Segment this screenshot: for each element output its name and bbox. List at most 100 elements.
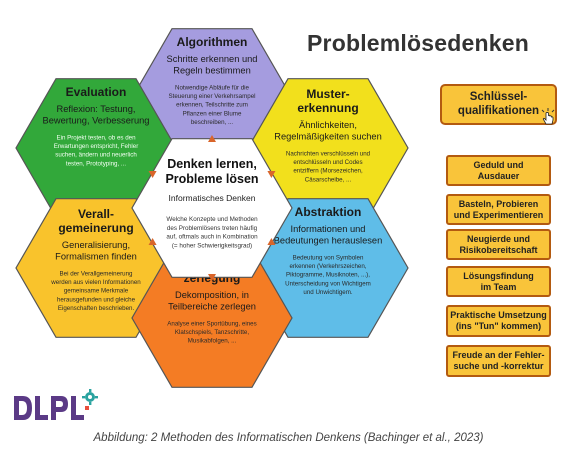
qualification-line: Neugierde und <box>466 233 530 244</box>
key-button-line-2: qualifikationen <box>457 105 540 117</box>
center-body-line: des Problemlösens treten häufig <box>167 225 258 232</box>
hex-muster-subtitle-line: Ähnlichkeiten, <box>299 120 357 130</box>
figure-caption: Abbildung: 2 Methoden des Informatischen… <box>93 432 484 444</box>
qualification-line: (ins "Tun" kommen) <box>455 321 542 331</box>
center-body-line: (= hoher Schwierigkeitsgrad) <box>172 242 252 249</box>
hex-evaluation-body-line: Erwartungen entspricht, Fehler <box>54 143 139 150</box>
hex-evaluation-body-line: testen, Prototyping, ... <box>66 160 126 167</box>
hex-algorithmen-body-line: Steuerung einer Verkehrsampel <box>168 93 255 100</box>
hex-verall-body-line: werden aus vielen Informationen <box>50 279 141 286</box>
hex-evaluation-subtitle: Reflexion: Testung, Bewertung, Verbesseru… <box>43 104 150 126</box>
qualification-line: Risikobereitschaft <box>459 244 538 255</box>
hex-muster-subtitle-line: Regelmäßigkeiten suchen <box>274 132 382 142</box>
hex-evaluation-subtitle-line: Reflexion: Testung, <box>57 104 136 114</box>
hex-algorithmen-subtitle-line: Regeln bestimmen <box>173 66 251 76</box>
edge-arrow-3 <box>267 238 276 245</box>
hex-algorithmen-body-line: Notwendige Abläufe für die <box>175 85 250 92</box>
hex-algorithmen-subtitle-line: Schritte erkennen und <box>167 54 258 64</box>
hex-muster-title: Muster-erkennung <box>297 87 358 115</box>
hex-muster-body-line: entschlüsseln und Codes <box>293 159 362 166</box>
qualification-line: im Team <box>480 281 517 292</box>
hex-zerlegung-body-line: Klatschspiels, Tanzschritte, <box>175 329 249 336</box>
qualification-line: Geduld und <box>473 159 524 170</box>
center-body: Welche Konzepte und Methoden des Probleml… <box>166 216 258 249</box>
hex-verall-title-line: gemeinerung <box>58 221 133 235</box>
center-subheading-line: Informatisches Denken <box>169 193 256 203</box>
key-qualifications-button[interactable]: Schlüssel- qualifikationen <box>440 84 557 125</box>
edge-arrow-6 <box>148 171 157 178</box>
qualification-line: Lösungsfindung <box>463 270 534 281</box>
hex-evaluation-body-line: Ein Projekt testen, ob es den <box>56 135 136 142</box>
hex-verall-title: Verall-gemeinerung <box>58 207 133 235</box>
hex-evaluation-title-line: Evaluation <box>66 85 127 99</box>
hex-muster-title-line: Muster- <box>306 87 349 101</box>
hex-abstraktion-title: Abstraktion <box>295 205 362 219</box>
center-subheading: Informatisches Denken <box>169 193 256 203</box>
hex-abstraktion-body-line: Unterscheidung von Wichtigem <box>285 280 371 287</box>
hex-muster-subtitle: Ähnlichkeiten, Regelmäßigkeiten suchen <box>274 120 382 142</box>
qualification-line: Ausdauer <box>477 170 520 181</box>
center-heading-line: Probleme lösen <box>165 172 258 186</box>
hex-abstraktion-subtitle-line: Bedeutungen herauslesen <box>274 236 383 246</box>
hex-zerlegung-subtitle-line: Dekomposition, in <box>175 290 249 300</box>
hex-muster-body-line: entziffern (Morsezeichen, <box>293 168 363 175</box>
hex-algorithmen-body-line: Pflanzen einer Blume <box>183 110 242 117</box>
hex-evaluation-title: Evaluation <box>66 85 127 99</box>
hex-abstraktion-body-line: und Unwichtigem. <box>303 289 352 296</box>
qualification-line: Freude an der Fehler- <box>452 350 545 360</box>
hex-verall-subtitle-line: Generalisierung, <box>62 240 130 250</box>
hex-evaluation-subtitle-line: Bewertung, Verbesserung <box>43 116 150 126</box>
hex-muster-body-line: Cäsarscheibe, ... <box>305 176 352 183</box>
hex-algorithmen-title-line: Algorithmen <box>177 35 248 49</box>
hex-zerlegung-body-line: Analyse einer Sportübung, eines <box>167 321 256 328</box>
center-body-line: Welche Konzepte und Methoden <box>166 216 258 223</box>
qualification-line: suche und -korrektur <box>453 361 544 371</box>
hex-abstraktion-body-line: Bedeutung von Symbolen <box>293 255 364 262</box>
key-button-line-1: Schlüssel- <box>469 91 528 103</box>
hex-algorithmen-title: Algorithmen <box>177 35 248 49</box>
hex-verall-body-line: herausgefunden und gleiche <box>57 296 136 303</box>
qualification-line: und Experimentieren <box>453 209 544 220</box>
qualification-box: Praktische Umsetzung(ins "Tun" kommen) <box>446 305 551 337</box>
hand-pointer-icon <box>541 108 555 125</box>
hex-evaluation-body-line: suchen, ändern und neuerlich <box>55 152 137 159</box>
hex-verall-subtitle: Generalisierung, Formalismen finden <box>55 240 137 262</box>
hex-algorithmen-body-line: erkennen, Teilschritte zum <box>176 102 248 109</box>
hex-muster-title-line: erkennung <box>297 101 358 115</box>
edge-arrow-1 <box>208 135 216 142</box>
edge-arrow-2 <box>267 171 276 178</box>
hex-center-shape <box>131 138 293 278</box>
hex-verall-subtitle-line: Formalismen finden <box>55 252 137 262</box>
hex-verall-title-line: Verall- <box>78 207 114 221</box>
hex-verall-body-line: Bei der Verallgemeinerung <box>60 271 133 278</box>
dlpl-logo <box>14 389 98 420</box>
center-heading-line: Denken lernen, <box>167 157 257 171</box>
hex-muster-body-line: Nachrichten verschlüsseln und <box>286 151 371 158</box>
center-heading: Denken lernen,Probleme lösen <box>165 157 258 186</box>
hex-algorithmen-body-line: beschreiben, ... <box>191 119 234 126</box>
hex-abstraktion-body-line: Piktogramme, Musiknoten, ...), <box>286 272 370 279</box>
center-body-line: auf, oftmals auch in Kombination <box>166 234 258 241</box>
hex-abstraktion-subtitle-line: Informationen und <box>291 224 366 234</box>
hex-verall-shape <box>15 198 177 338</box>
qualification-line: Basteln, Probieren <box>458 198 539 209</box>
qualification-box: Freude an der Fehler-suche und -korrektu… <box>446 345 551 377</box>
edge-arrow-5 <box>148 238 157 245</box>
hex-verall-body-line: gemeinsame Merkmale <box>64 288 129 295</box>
hex-abstraktion-body-line: erkennen (Verkehrszeichen, <box>289 263 366 270</box>
hex-verall-body-line: Eigenschaften beschrieben. <box>58 305 135 312</box>
